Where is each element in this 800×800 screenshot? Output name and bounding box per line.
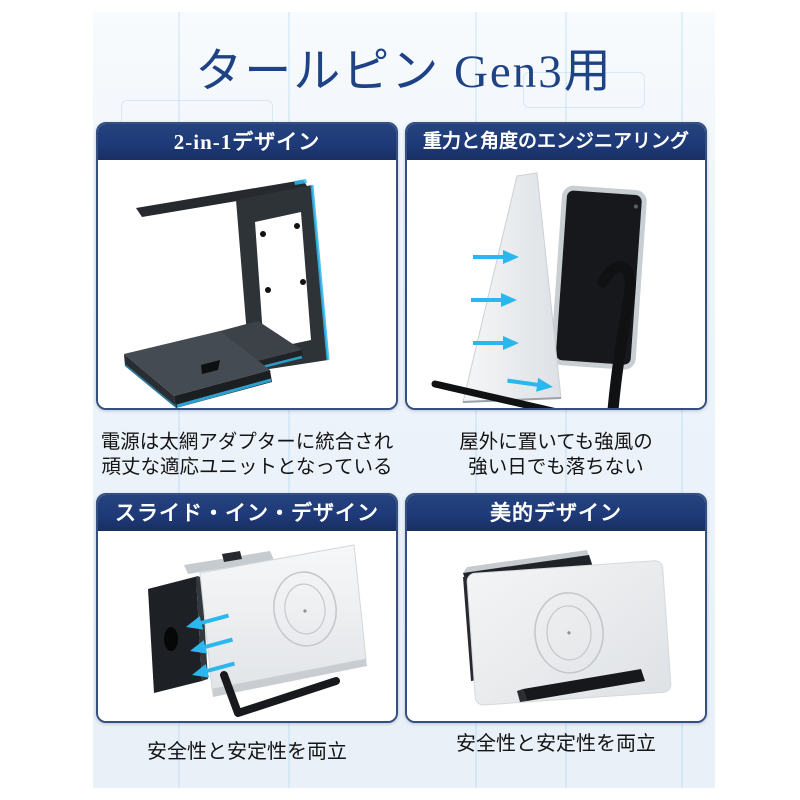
mounted-device [466,560,672,706]
feature-caption-gravity: 屋外に置いても強風の 強い日でも落ちない [405,430,707,480]
product-photo-2in1-bracket [98,160,396,408]
page-title: タールピン Gen3用 [195,46,613,98]
caption-line: 強い日でも落ちない [468,457,644,478]
slide-arrows-icon [186,613,236,678]
mount-rail [463,550,589,573]
background-circuit-box [523,72,645,108]
product-photo-wind-resistance [407,160,705,408]
product-photo-mounted [407,531,705,721]
cable-hole [164,627,178,651]
feature-card-2in1: 2-in-1デザイン [96,122,398,410]
wind-panel [462,172,562,403]
caption-line: 安全性と安定性を両立 [456,733,656,755]
stand-leg [431,380,556,408]
feature-card-slide-in: スライド・イン・デザイン [96,493,398,723]
support-bracket [220,671,340,717]
wind-arrows-icon [471,250,553,392]
wall-bracket-illustration [124,179,330,408]
stand-tube [597,261,636,408]
feature-caption-slide-in: 安全性と安定性を両立 [96,740,398,765]
feature-caption-2in1: 電源は太網アダプターに統合され 頑丈な適応ユニットとなっている [86,430,408,480]
mount-rail [184,551,274,574]
caption-line: 屋外に置いても強風の [459,432,653,453]
card-header-2in1: 2-in-1デザイン [98,124,396,160]
caption-line: 安全性と安定性を両立 [147,741,347,763]
caption-line: 頑丈な適応ユニットとなっている [101,457,393,478]
bottom-bracket [523,669,645,701]
emboss-circles [273,571,337,647]
product-photo-slide-in [98,531,396,721]
slide-in-illustration [148,544,367,717]
feature-card-gravity: 重力と角度のエンジニアリング [405,122,707,410]
mounted-adapter-illustration [463,550,672,706]
card-header-slide-in: スライド・イン・デザイン [98,495,396,531]
card-header-gravity: 重力と角度のエンジニアリング [407,124,705,160]
caption-line: 電源は太網アダプターに統合され [100,432,394,453]
emboss-circles [534,592,604,674]
wind-resistance-illustration [431,172,647,408]
feature-caption-aesthetic: 安全性と安定性を両立 [405,732,707,757]
card-header-aesthetic: 美的デザイン [407,495,705,531]
feature-card-aesthetic: 美的デザイン [405,493,707,723]
